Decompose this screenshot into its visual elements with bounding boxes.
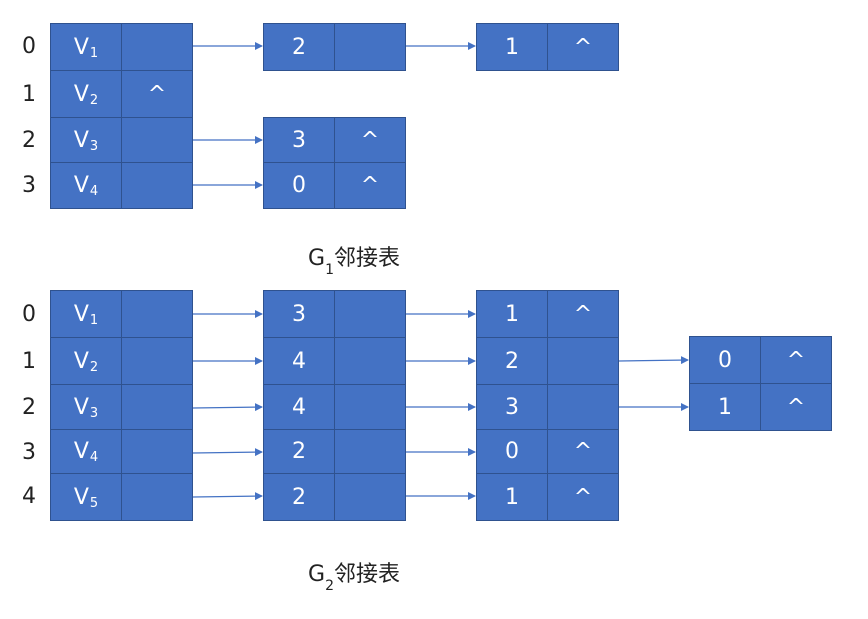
g2-node-value: 2 <box>476 337 548 385</box>
g1-head-pointer-cell <box>121 162 193 209</box>
g2-node-next: ^ <box>547 429 619 474</box>
g2-node-value: 1 <box>476 473 548 521</box>
g2-head-pointer-cell <box>121 473 193 521</box>
vertex-letter: V <box>73 173 89 198</box>
g2-node-next <box>334 337 406 385</box>
caption-letter: G <box>308 246 326 271</box>
arrow-g2-r3-a <box>192 448 263 457</box>
g1-node-value: 0 <box>263 162 335 209</box>
g1-node-next <box>334 23 406 71</box>
g2-index: 3 <box>22 440 36 465</box>
g1-head-pointer-cell: ^ <box>121 70 193 118</box>
g2-node-value: 1 <box>476 290 548 338</box>
g2-node-next <box>334 429 406 474</box>
g2-node-next: ^ <box>547 290 619 338</box>
g2-node-next <box>334 473 406 521</box>
g2-node-next: ^ <box>547 473 619 521</box>
g2-node-value: 3 <box>263 290 335 338</box>
vertex-subscript: 4 <box>89 450 99 465</box>
g2-node-value: 1 <box>689 383 761 431</box>
g1-index: 2 <box>22 128 36 153</box>
vertex-subscript: 1 <box>89 312 99 328</box>
vertex-letter: V <box>73 127 89 153</box>
g2-head-pointer-cell <box>121 429 193 474</box>
vertex-subscript: 2 <box>89 92 99 108</box>
g1-node-next: ^ <box>547 23 619 71</box>
g2-head-pointer-cell <box>121 290 193 338</box>
g2-index: 0 <box>22 302 36 327</box>
g1-node-next: ^ <box>334 117 406 163</box>
vertex-letter: V <box>73 81 89 107</box>
caption-text: 邻接表 <box>333 562 400 587</box>
vertex-letter: V <box>73 484 89 510</box>
vertex-letter: V <box>73 348 89 374</box>
vertex-subscript: 1 <box>89 45 99 61</box>
arrow-g2-r2-a <box>192 403 263 412</box>
g1-caption: G1邻接表 <box>308 240 400 278</box>
vertex-subscript: 3 <box>89 138 99 154</box>
g2-node-value: 4 <box>263 384 335 430</box>
g1-node-value: 2 <box>263 23 335 71</box>
vertex-subscript: 3 <box>89 405 99 421</box>
g2-node-next: ^ <box>760 383 832 431</box>
vertex-letter: V <box>73 301 89 327</box>
g2-index: 1 <box>22 349 36 374</box>
g2-caption: G2邻接表 <box>308 556 400 594</box>
arrow-g2-r4-a <box>192 492 263 501</box>
g1-head-pointer-cell <box>121 117 193 163</box>
g2-head-pointer-cell <box>121 337 193 385</box>
g2-node-next <box>334 384 406 430</box>
g1-node-value: 1 <box>476 23 548 71</box>
vertex-subscript: 5 <box>89 495 99 511</box>
g2-node-value: 3 <box>476 384 548 430</box>
vertex-subscript: 2 <box>89 359 99 375</box>
g2-index: 2 <box>22 395 36 420</box>
g2-node-value: 2 <box>263 473 335 521</box>
caption-subscript: 1 <box>325 262 334 279</box>
g2-node-value: 2 <box>263 429 335 474</box>
g2-node-value: 4 <box>263 337 335 385</box>
g1-index: 1 <box>22 82 36 107</box>
g2-node-next <box>547 384 619 430</box>
g2-index: 4 <box>22 484 36 509</box>
caption-letter: G <box>308 562 326 587</box>
g2-node-value: 0 <box>689 336 761 384</box>
g1-node-value: 3 <box>263 117 335 163</box>
g2-node-value: 0 <box>476 429 548 474</box>
g1-head-pointer-cell <box>121 23 193 71</box>
vertex-subscript: 4 <box>89 184 99 199</box>
g2-head-pointer-cell <box>121 384 193 430</box>
vertex-letter: V <box>73 34 89 60</box>
g1-index: 0 <box>22 34 36 59</box>
g1-index: 3 <box>22 173 36 198</box>
vertex-letter: V <box>73 394 89 420</box>
g2-node-next: ^ <box>760 336 832 384</box>
arrow-g2-r1-c <box>618 356 689 365</box>
g2-node-next <box>334 290 406 338</box>
g2-node-next <box>547 337 619 385</box>
vertex-letter: V <box>73 439 89 464</box>
g1-node-next: ^ <box>334 162 406 209</box>
caption-subscript: 2 <box>325 578 334 595</box>
caption-text: 邻接表 <box>333 246 400 271</box>
